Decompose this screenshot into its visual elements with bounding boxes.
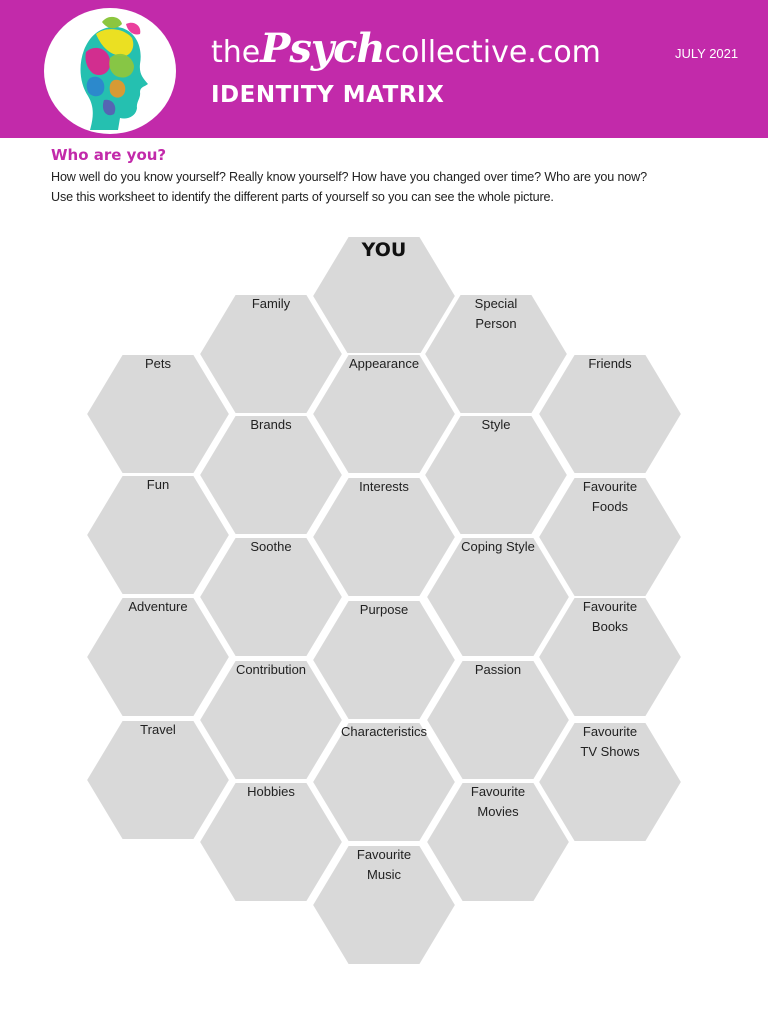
hex-label-pets: Pets [145,356,172,371]
hex-label-characteristics: Characteristics [341,724,427,739]
hex-cell-brands: Brands [197,414,345,536]
hex-shape [536,353,684,475]
hex-cell-contribution: Contribution [197,659,345,781]
hex-label-special-person-line-1: Special [475,296,518,311]
hex-shape [84,596,232,718]
hex-cell-favourite-tv-shows: Favourite TV Shows [536,721,684,843]
hex-shape [536,721,684,843]
hex-cell-soothe: Soothe [197,536,345,658]
hex-shape [424,781,572,903]
brand-prefix: the [211,35,261,70]
hex-shape [310,476,458,598]
hex-cell-interests: Interests [310,476,458,598]
hex-label-favourite-foods-line-2: Foods [592,499,629,514]
hex-cell-purpose: Purpose [310,599,458,721]
hex-label-special-person-line-2: Person [475,316,516,331]
hex-label-fun: Fun [147,477,169,492]
hex-label-purpose: Purpose [360,602,408,617]
logo [44,8,176,134]
intro-heading: Who are you? [51,146,167,164]
hex-shape [422,414,570,536]
hex-label-friends: Friends [588,356,632,371]
hex-cell-passion: Passion [424,659,572,781]
hex-label-favourite-books-line-1: Favourite [583,599,637,614]
document-date: JULY 2021 [675,46,739,61]
hex-shape [84,719,232,841]
hex-cell-you: YOU [310,235,458,357]
hex-label-contribution: Contribution [236,662,306,677]
hex-label-hobbies: Hobbies [247,784,295,799]
hex-label-coping-style: Coping Style [461,539,535,554]
hex-shape [424,536,572,658]
hex-shape [536,596,684,718]
header-banner: thePsychcollective.com IDENTITY MATRIX J… [0,0,768,138]
hex-label-appearance: Appearance [349,356,419,371]
hex-shape [197,414,345,536]
hex-cell-coping-style: Coping Style [424,536,572,658]
intro-line-2: Use this worksheet to identify the diffe… [51,190,554,204]
hex-label-favourite-movies-line-1: Favourite [471,784,525,799]
document-title: IDENTITY MATRIX [211,82,445,108]
hex-cell-travel: Travel [84,719,232,841]
hex-label-favourite-tv-shows-line-2: TV Shows [580,744,640,759]
hex-cell-characteristics: Characteristics [310,721,458,843]
hex-shape [310,353,458,475]
intro-line-1: How well do you know yourself? Really kn… [51,170,647,184]
hex-shape [310,844,458,966]
hex-shape [424,659,572,781]
hex-cell-style: Style [422,414,570,536]
hex-cell-adventure: Adventure [84,596,232,718]
hex-shape [197,536,345,658]
hex-cell-hobbies: Hobbies [197,781,345,903]
hex-label-interests: Interests [359,479,409,494]
brand-main: Psych [260,25,385,72]
hex-label-favourite-tv-shows-line-1: Favourite [583,724,637,739]
hex-label-you: YOU [361,239,407,261]
hex-label-style: Style [482,417,511,432]
hex-label-adventure: Adventure [128,599,187,614]
hex-label-favourite-music-line-1: Favourite [357,847,411,862]
hex-label-favourite-movies-line-2: Movies [477,804,519,819]
brand-wordmark: thePsychcollective.com [211,26,601,76]
brand-suffix: collective.com [384,35,601,70]
hex-shape [310,599,458,721]
hex-shape [310,721,458,843]
hex-cell-fun: Fun [84,474,232,596]
hex-label-family: Family [252,296,291,311]
hex-label-brands: Brands [250,417,292,432]
head-silhouette-leaves-icon [80,16,148,131]
hex-cell-appearance: Appearance [310,353,458,475]
hex-shape [197,659,345,781]
hex-cell-pets: Pets [84,353,232,475]
hex-label-travel: Travel [140,722,176,737]
hex-cell-friends: Friends [536,353,684,475]
hex-label-favourite-foods-line-1: Favourite [583,479,637,494]
hex-label-favourite-music-line-2: Music [367,867,401,882]
hex-label-favourite-books-line-2: Books [592,619,629,634]
hex-shape [84,353,232,475]
hex-shape [84,474,232,596]
hex-label-soothe: Soothe [250,539,291,554]
hex-label-passion: Passion [475,662,521,677]
hex-shape [197,781,345,903]
